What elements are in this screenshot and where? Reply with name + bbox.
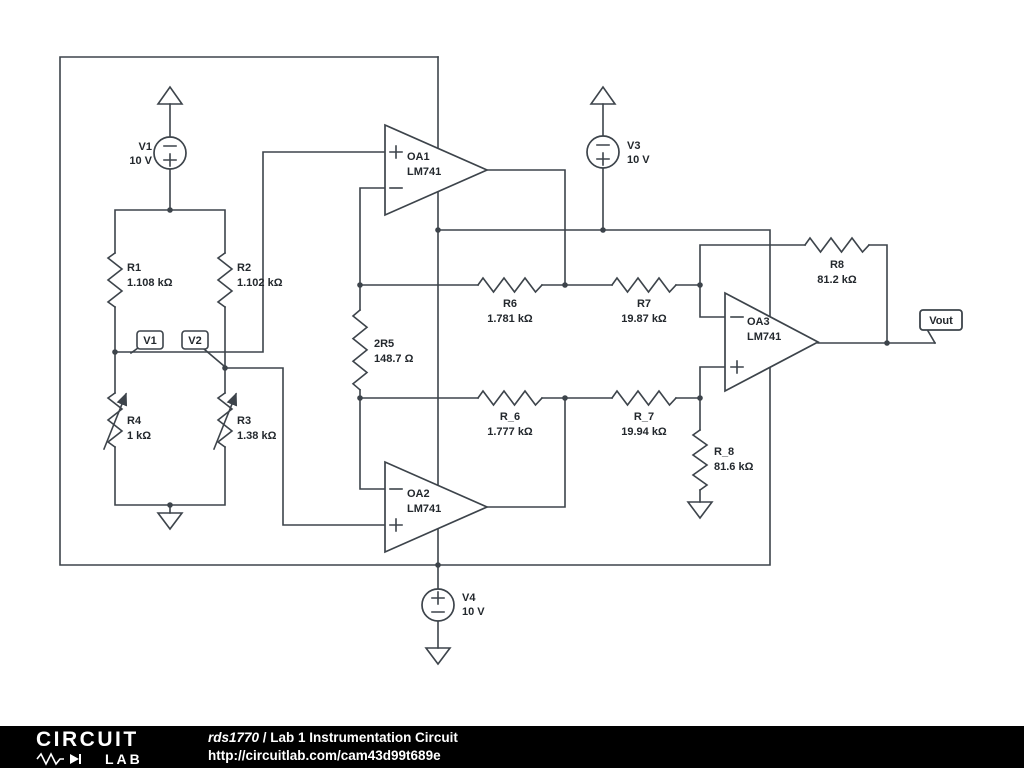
flag-v2-label: V2 [188,335,201,347]
r7-name: R7 [637,298,651,310]
r7b-name: R_7 [634,411,654,423]
r2-name: R2 [237,262,251,274]
ground-top-v3 [589,85,617,105]
oa2-part: LM741 [407,503,441,515]
r6-name: R6 [503,298,517,310]
wire-bottom-path [486,366,726,508]
wire-oa1-inverting [359,187,479,311]
wire-supply-loop [59,56,771,566]
resistor-r3 [216,391,234,449]
v3-name: V3 [627,140,640,152]
r1-name: R1 [127,262,141,274]
labels: V1 10 V V3 10 V V4 10 V R1 1.108 kΩ R2 1… [127,140,953,618]
ground-r8b [686,501,714,520]
r7-value: 19.87 kΩ [621,313,667,325]
flag-vout-box [919,309,963,331]
r8-value: 81.2 kΩ [817,274,857,286]
wire-v2-tap-to-oa2 [224,367,386,526]
v3-value: 10 V [627,154,650,166]
source-v4 [421,588,455,622]
resistor-r4 [106,391,124,449]
ground-top-v1 [156,85,184,105]
resistor-r7 [610,276,678,294]
wire-bridge [114,209,226,514]
wire-oa2-inverting [359,389,479,490]
r3-value: 1.38 kΩ [237,430,277,442]
r4-value: 1 kΩ [127,430,151,442]
oa3-part: LM741 [747,331,781,343]
source-v4-signs [431,591,445,613]
v4-value: 10 V [462,606,485,618]
r8b-name: R_8 [714,446,734,458]
oa1-part: LM741 [407,166,441,178]
r6b-name: R_6 [500,411,520,423]
opamp-oa2 [384,460,490,554]
r6-value: 1.781 kΩ [487,313,533,325]
oa3-name: OA3 [747,316,770,328]
r8b-value: 81.6 kΩ [714,461,754,473]
r8-name: R8 [830,259,844,271]
wire-mid-rail [437,229,771,318]
r4-name: R4 [127,415,142,427]
source-v3-signs [596,144,610,166]
brand-lab-text: LAB [105,750,143,767]
schematic-title: rds1770 / Lab 1 Instrumentation Circuit [208,729,458,747]
v1-value: 10 V [129,155,152,167]
flag-v1-label: V1 [143,335,156,347]
r6b-value: 1.777 kΩ [487,426,533,438]
oa1-name: OA1 [407,151,430,163]
resistor-r4-arrow [102,392,128,451]
resistor-r1 [106,251,124,309]
flag-v2-leader [202,347,226,368]
r5-value: 148.7 Ω [374,353,414,365]
flag-v1-box [136,330,164,350]
flag-vout-label: Vout [929,315,953,327]
wire-feedback [699,244,888,344]
r1-value: 1.108 kΩ [127,277,173,289]
brand-circuit-text: CIRCUIT [36,727,139,751]
resistor-r7b [610,389,678,407]
flag-vout-leader [926,329,937,345]
schematic-url[interactable]: http://circuitlab.com/cam43d99t689e [208,748,441,763]
wire-top-path [486,169,726,318]
resistor-r3-arrow [212,392,238,451]
v4-name: V4 [462,592,476,604]
wire-v1-tap-to-oa1 [114,151,386,353]
source-v3 [586,135,620,169]
v1-name: V1 [139,141,152,153]
resistor-2r5 [351,308,369,391]
brand-resistor-icon [36,751,81,766]
resistor-r8b [691,428,709,492]
source-v1-signs [163,145,177,167]
footer-meta: rds1770 / Lab 1 Instrumentation Circuit … [208,729,458,764]
oa1-plus-sign [389,145,403,159]
opamp-oa3 [724,291,820,393]
ground-v4 [424,647,452,666]
resistor-r2 [216,251,234,309]
opamp-oa1 [384,123,490,217]
circuitlab-brand: CIRCUIT LAB [36,729,208,766]
oa2-name: OA2 [407,488,430,500]
r5-name: 2R5 [374,338,394,350]
flag-v2-box [181,330,209,350]
oa3-plus-sign [730,360,744,374]
r2-value: 1.102 kΩ [237,277,283,289]
r7b-value: 19.94 kΩ [621,426,667,438]
circuitlab-footer: CIRCUIT LAB rds1770 / Lab 1 Instrumentat… [0,726,1024,768]
source-v1 [153,136,187,170]
author-name: rds1770 [208,730,260,746]
r3-name: R3 [237,415,251,427]
circuit-schematic: V1 10 V V3 10 V V4 10 V R1 1.108 kΩ R2 1… [59,56,963,666]
resistor-r6 [476,276,544,294]
junction-dots [112,207,890,568]
resistor-r6b [476,389,544,407]
resistor-r8 [803,236,871,254]
flag-v1-leader [129,346,140,355]
oa2-plus-sign [389,518,403,532]
ground-bridge [156,512,184,531]
schematic-name: / Lab 1 Instrumentation Circuit [259,730,458,746]
